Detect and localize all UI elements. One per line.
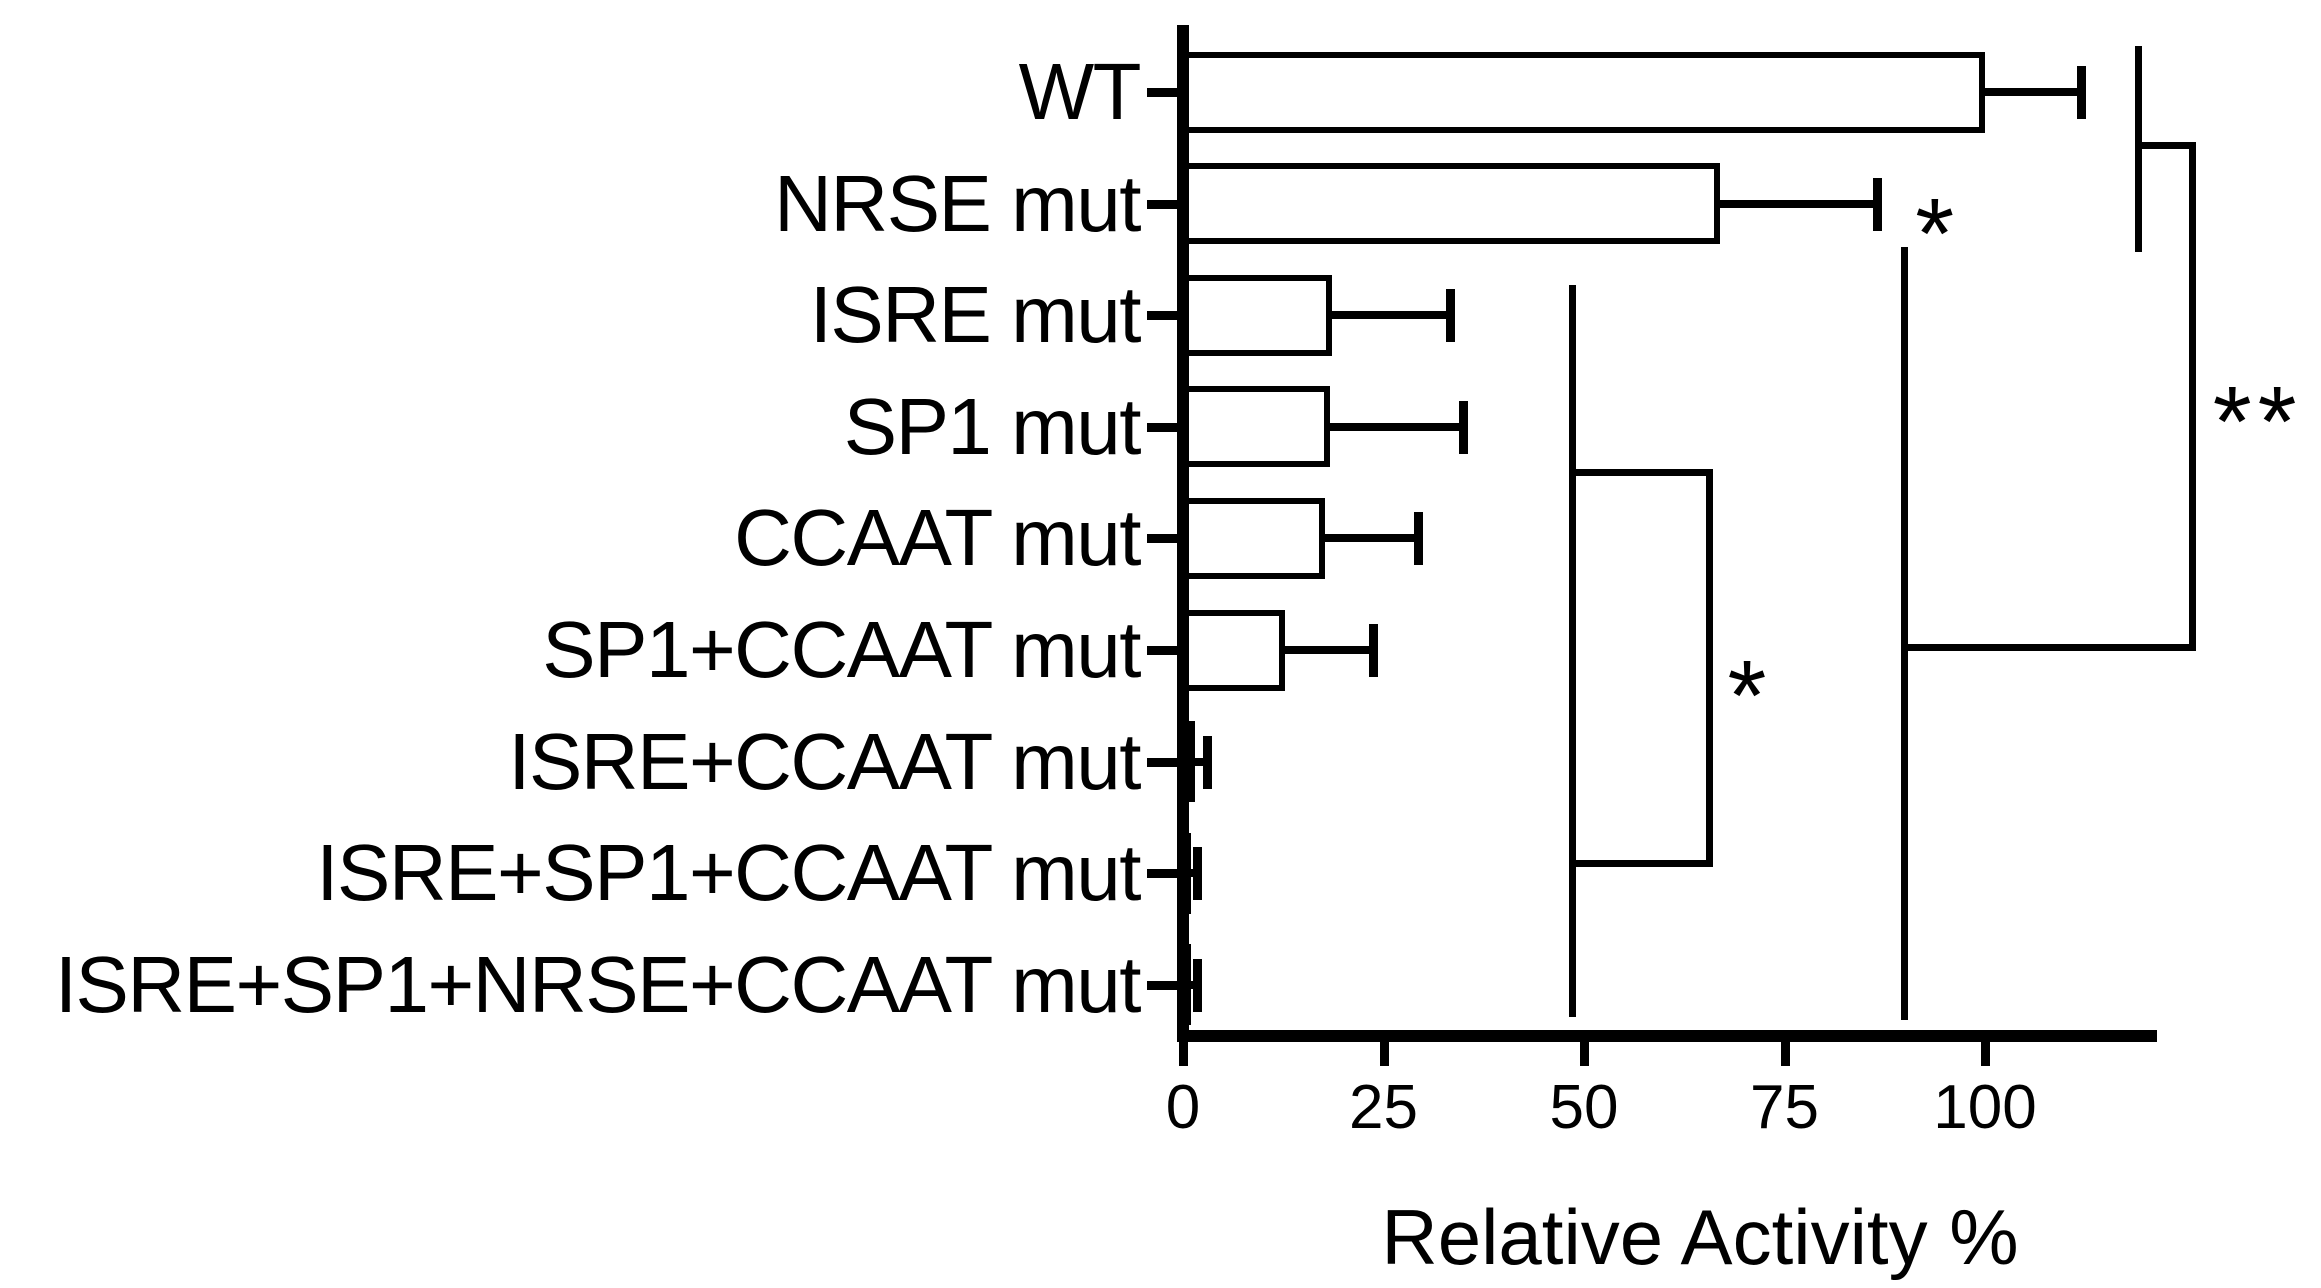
x-tick [1580, 1042, 1589, 1066]
significance-line [1569, 284, 1577, 1018]
bar [1177, 609, 1285, 691]
error-bar-cap [1193, 958, 1203, 1012]
bar [1177, 163, 1721, 245]
error-bar-line [1282, 646, 1374, 654]
category-label: WT [1018, 47, 1142, 136]
error-bar-line [1322, 534, 1418, 543]
significance-line [1569, 859, 1714, 867]
category-label: CCAAT mut [734, 493, 1141, 583]
category-tick [1147, 980, 1177, 990]
error-bar-cap [1872, 177, 1882, 231]
error-bar-line [1193, 757, 1208, 766]
category-label: SP1 mut [843, 381, 1142, 471]
error-bar-cap [1458, 400, 1468, 454]
category-tick [1147, 422, 1177, 432]
category-label: SP1+CCAAT mut [542, 605, 1141, 694]
significance-line [1706, 469, 1714, 867]
x-tick-label: 100 [1933, 1073, 2037, 1142]
category-tick [1147, 199, 1177, 209]
error-bar-line [1189, 980, 1198, 989]
x-tick-label: 0 [1165, 1073, 1201, 1142]
significance-line [2189, 141, 2197, 652]
significance-line [1901, 246, 1909, 1020]
x-axis [1177, 1030, 2157, 1042]
x-tick [1981, 1042, 1990, 1066]
category-tick [1147, 757, 1177, 767]
category-label: NRSE mut [774, 158, 1141, 248]
category-label: ISRE+SP1+CCAAT mut [316, 828, 1141, 918]
significance-star: ** [2212, 365, 2303, 478]
error-bar-cap [1369, 624, 1379, 677]
bar [1177, 51, 1985, 133]
error-bar-cap [1193, 847, 1203, 901]
category-tick [1147, 534, 1177, 544]
category-label: ISRE mut [809, 270, 1142, 360]
significance-line [2134, 46, 2142, 252]
significance-line [2134, 141, 2197, 149]
significance-star: * [1727, 640, 1773, 753]
x-tick [1179, 1042, 1188, 1066]
significance-line [1901, 644, 2197, 652]
category-tick [1147, 646, 1177, 655]
error-bar-cap [1203, 735, 1213, 789]
error-bar-line [1330, 311, 1451, 320]
category-label: ISRE+CCAAT mut [508, 716, 1141, 806]
x-tick-label: 75 [1750, 1073, 1819, 1142]
category-tick [1147, 311, 1177, 321]
category-tick [1147, 88, 1177, 97]
bar [1177, 386, 1330, 468]
significance-star: * [1915, 178, 1961, 291]
error-bar-cap [1446, 289, 1456, 343]
significance-line [1569, 469, 1714, 477]
x-tick-label: 50 [1549, 1073, 1619, 1142]
bar [1177, 497, 1325, 579]
error-bar-line [1983, 88, 2082, 96]
error-bar-line [1189, 869, 1198, 878]
x-tick-label: 25 [1349, 1073, 1418, 1142]
error-bar-cap [1413, 512, 1423, 566]
y-axis [1177, 25, 1189, 1042]
category-tick [1147, 869, 1177, 879]
error-bar-line [1718, 199, 1877, 208]
error-bar-line [1327, 422, 1463, 431]
x-axis-title: Relative Activity % [1381, 1193, 2019, 1281]
x-tick [1379, 1042, 1389, 1066]
x-tick [1780, 1042, 1790, 1066]
category-label: ISRE+SP1+NRSE+CCAAT mut [54, 939, 1142, 1029]
error-bar-cap [2077, 66, 2087, 119]
bar [1177, 274, 1333, 356]
